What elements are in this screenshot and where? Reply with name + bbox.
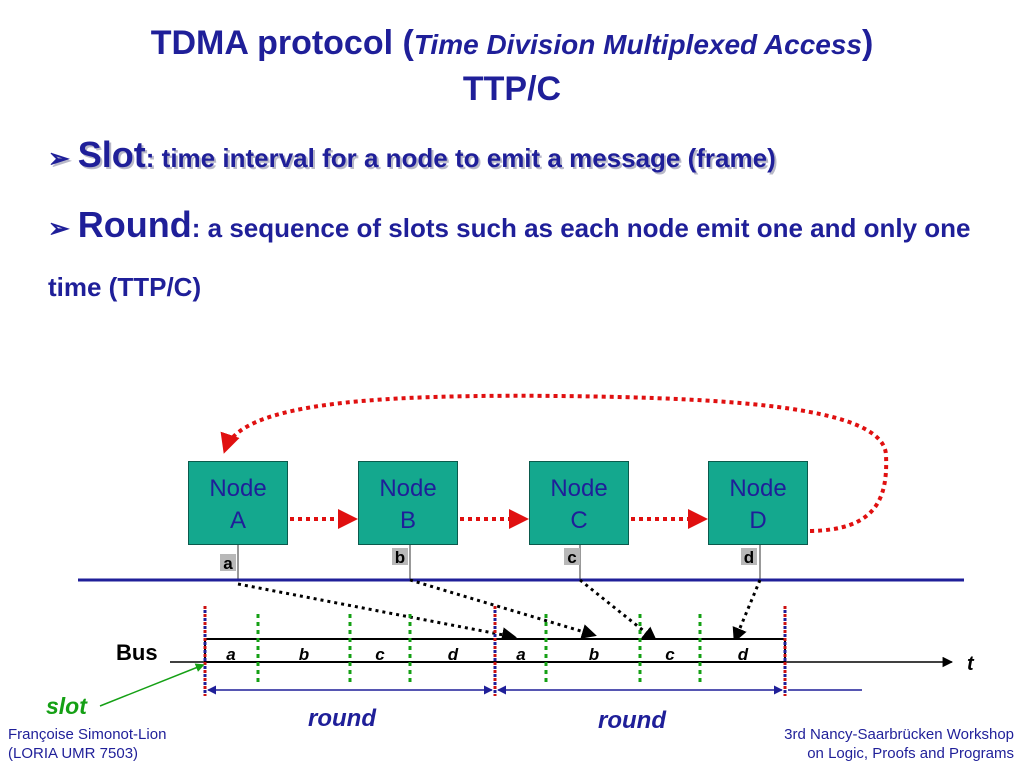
slot-pointer-label: slot — [46, 693, 88, 719]
node-letter: A — [229, 507, 246, 534]
token-arrows — [220, 393, 889, 533]
bullet-text: : time interval for a node to emit a mes… — [145, 143, 776, 173]
frame-arrow-c — [579, 578, 658, 642]
frame-arrow-b — [409, 578, 597, 639]
round-label-1: round — [308, 705, 377, 732]
message-c: c — [567, 548, 576, 567]
slot-label: c — [375, 645, 385, 664]
time-label: t — [967, 653, 975, 675]
frame-arrow-a — [237, 582, 517, 643]
slot-label: b — [299, 645, 309, 664]
bus-label: Bus — [116, 640, 158, 665]
message-box-d — [741, 548, 757, 565]
page-subtitle: TTP/C — [462, 70, 562, 108]
message-box-c — [564, 548, 580, 565]
round-label-2: round — [598, 707, 667, 734]
message-box-a — [220, 554, 236, 571]
footer-left: Françoise Simonot-Lion (LORIA UMR 7503) — [8, 725, 166, 763]
bullet-term: Slot — [77, 134, 146, 175]
node-letter: B — [399, 507, 416, 534]
page-title: TDMA protocol (Time Division Multiplexed… — [0, 22, 1024, 66]
bullet-term: Round — [77, 204, 192, 245]
message-a: a — [223, 554, 233, 573]
node-stubs — [237, 545, 761, 580]
footer-affiliation: (LORIA UMR 7503) — [8, 745, 139, 762]
node-a: Node A — [188, 461, 288, 545]
bullet-arrow-icon: ➢ — [48, 213, 70, 243]
bullet-text: : a sequence of slots such as each node … — [48, 213, 971, 302]
round-separators — [203, 606, 787, 696]
node-b: Node B — [358, 461, 458, 545]
slot-label: b — [589, 645, 599, 664]
slot-label: c — [665, 645, 675, 664]
node-letter: D — [749, 507, 767, 534]
node-label: Node — [729, 475, 787, 502]
message-box-b — [392, 548, 408, 565]
slot-label: d — [448, 645, 459, 664]
slot-label: a — [226, 645, 235, 664]
title-italic: Time Division Multiplexed Access — [413, 29, 862, 60]
node-d: Node D — [708, 461, 808, 545]
title-suffix: ) — [861, 24, 874, 62]
node-label: Node — [379, 475, 437, 502]
bullet-arrow-icon: ➢ — [48, 143, 70, 173]
message-d: d — [744, 548, 754, 567]
bullet-round: ➢Round: a sequence of slots such as each… — [48, 198, 978, 319]
slot-label: d — [738, 645, 749, 664]
footer-event-topic: on Logic, Proofs and Programs — [807, 745, 1014, 762]
frame-arrow-d — [732, 579, 762, 643]
node-c: Node C — [529, 461, 629, 545]
footer-event: 3rd Nancy-Saarbrücken Workshop — [784, 726, 1014, 743]
node-label: Node — [209, 475, 267, 502]
footer-author: Françoise Simonot-Lion — [8, 726, 167, 743]
round-separators-overlay — [203, 606, 787, 696]
title-prefix: TDMA protocol ( — [150, 24, 414, 62]
footer-right: 3rd Nancy-Saarbrücken Workshop on Logic,… — [784, 725, 1014, 763]
node-letter: C — [570, 507, 588, 534]
slot-separators — [256, 614, 702, 682]
slot-label: a — [516, 645, 525, 664]
message-b: b — [395, 548, 405, 567]
bullet-slot: ➢Slot: time interval for a node to emit … — [48, 134, 776, 176]
node-label: Node — [550, 475, 608, 502]
slot-pointer-arrow — [99, 663, 205, 707]
token-arrow-d-a — [220, 393, 889, 533]
frame-arrows — [237, 578, 762, 643]
